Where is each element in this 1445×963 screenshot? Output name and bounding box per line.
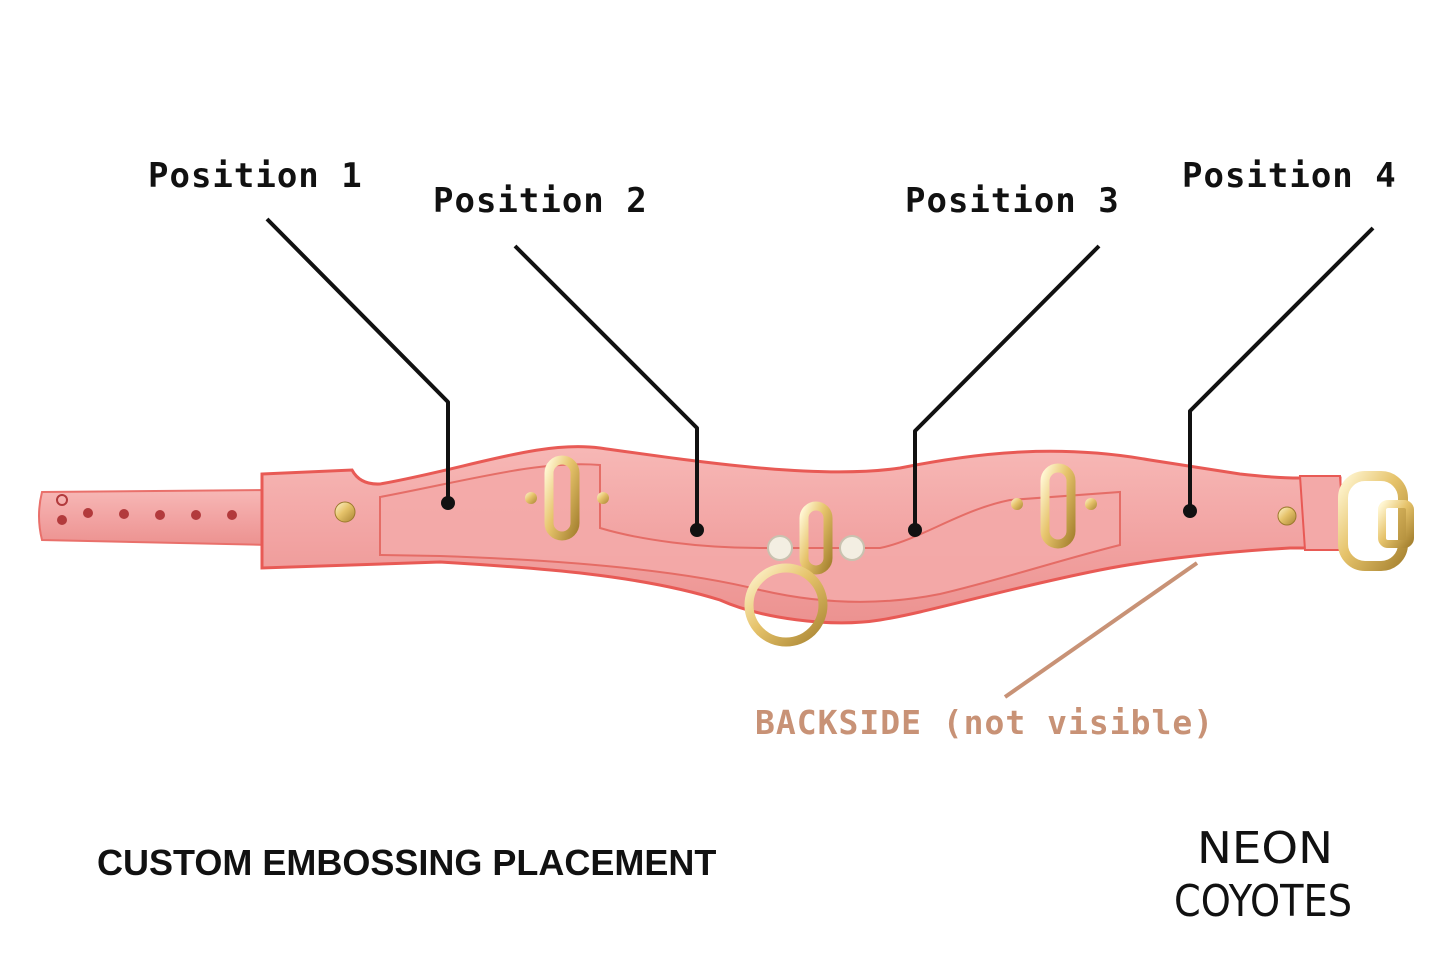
callout-line-1 xyxy=(265,217,450,503)
callout-dot-4 xyxy=(1183,504,1197,518)
collar-strap xyxy=(38,488,271,547)
page-title: CUSTOM EMBOSSING PLACEMENT xyxy=(97,842,717,883)
svg-text:NEON: NEON xyxy=(1197,823,1333,874)
callout-dots xyxy=(441,496,1197,537)
callout-dot-3 xyxy=(908,523,922,537)
callout-line-3 xyxy=(913,244,1101,530)
callout-line-2 xyxy=(513,244,699,530)
callout-lines xyxy=(265,217,1375,530)
callout-dot-1 xyxy=(441,496,455,510)
backside-callout-line xyxy=(1003,561,1199,699)
neon-coyotes-logo: NEON COYOTES xyxy=(1174,823,1352,922)
backside-label: BACKSIDE (not visible) xyxy=(755,703,1215,742)
position-3-label: Position 3 xyxy=(905,181,1120,221)
svg-text:COYOTES: COYOTES xyxy=(1174,876,1352,922)
position-2-label: Position 2 xyxy=(433,181,648,221)
callout-dot-2 xyxy=(690,523,704,537)
callout-line-4 xyxy=(1188,226,1375,511)
position-4-label: Position 4 xyxy=(1182,156,1397,196)
collar-hardware xyxy=(334,455,1414,647)
position-1-label: Position 1 xyxy=(148,156,363,196)
